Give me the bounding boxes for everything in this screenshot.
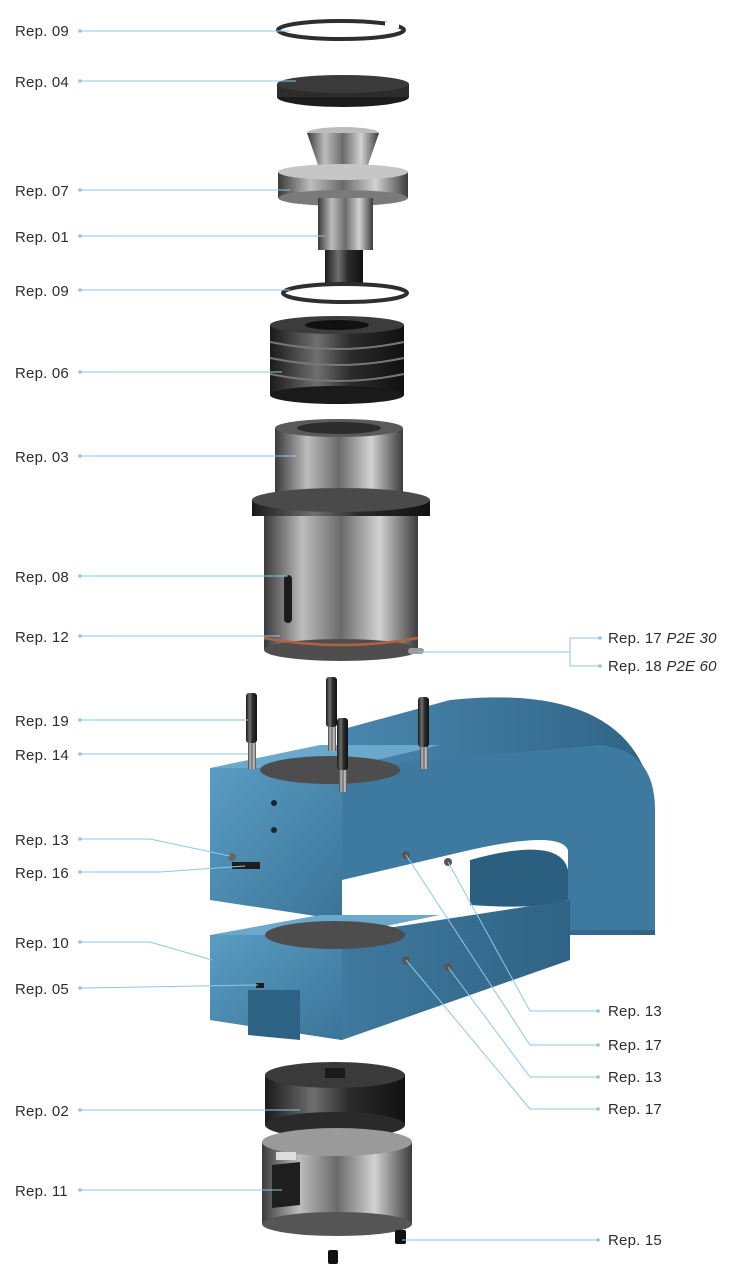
punch-assembly [278, 127, 408, 285]
snap-ring-middle [281, 282, 409, 304]
label-rep16: Rep. 16 [15, 865, 69, 882]
label-rep18-text: Rep. 18 [608, 658, 662, 675]
label-rep03: Rep. 03 [15, 449, 69, 466]
label-rep17-p2e-text: Rep. 17 [608, 630, 662, 647]
leader-lines [78, 29, 602, 1242]
disc-spring-stack [269, 316, 405, 404]
label-rep13-right-2: Rep. 13 [608, 1069, 662, 1086]
label-rep17-right-2: Rep. 17 [608, 1101, 662, 1118]
lower-frame-body [210, 900, 570, 1040]
die-holder [262, 1128, 412, 1236]
top-disk [277, 75, 409, 107]
label-rep01: Rep. 01 [15, 229, 69, 246]
label-rep09-middle: Rep. 09 [15, 283, 69, 300]
label-rep19: Rep. 19 [15, 713, 69, 730]
label-rep11: Rep. 11 [15, 1183, 68, 1200]
label-rep14: Rep. 14 [15, 747, 69, 764]
label-rep10: Rep. 10 [15, 935, 69, 952]
label-rep18-model: P2E 60 [666, 658, 717, 675]
label-rep08: Rep. 08 [15, 569, 69, 586]
label-rep06: Rep. 06 [15, 365, 69, 382]
die-sleeve [252, 419, 430, 661]
label-rep17-p2e: Rep. 17 P2E 30 [608, 630, 717, 648]
label-rep12: Rep. 12 [15, 629, 69, 646]
label-rep13-left: Rep. 13 [15, 832, 69, 849]
label-rep18: Rep. 18 P2E 60 [608, 658, 717, 676]
label-rep02: Rep. 02 [15, 1103, 69, 1120]
label-rep09-top: Rep. 09 [15, 23, 69, 40]
label-rep17-right-1: Rep. 17 [608, 1037, 662, 1054]
guide-pins [246, 677, 429, 792]
upper-frame-body [210, 697, 655, 935]
snap-ring-top [276, 19, 406, 41]
label-rep07: Rep. 07 [15, 183, 69, 200]
label-rep05: Rep. 05 [15, 981, 69, 998]
die [265, 1062, 405, 1138]
label-rep15: Rep. 15 [608, 1232, 662, 1249]
label-rep17-model: P2E 30 [666, 630, 717, 647]
label-rep04: Rep. 04 [15, 74, 69, 91]
label-rep13-right-1: Rep. 13 [608, 1003, 662, 1020]
